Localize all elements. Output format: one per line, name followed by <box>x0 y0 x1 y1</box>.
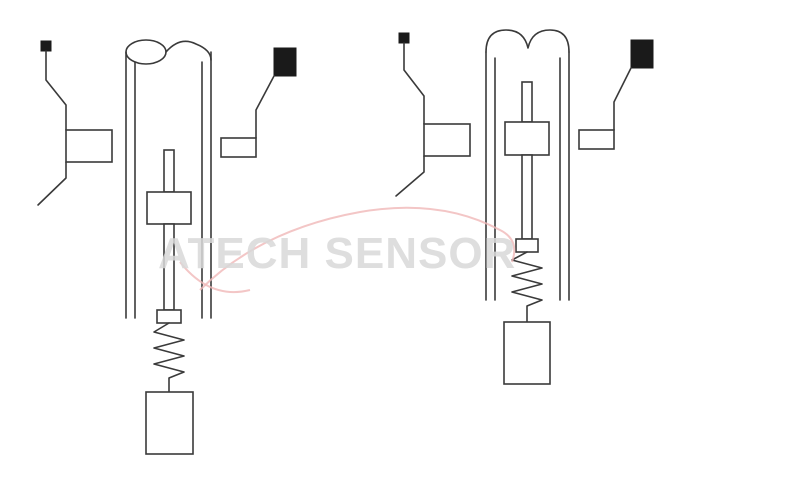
left-spring <box>153 322 185 393</box>
right-magnet-carrier <box>504 121 550 156</box>
left-spring-cap <box>156 309 182 324</box>
right-lead-wire-upper <box>403 42 425 125</box>
left-lead-wire-lower <box>37 161 67 206</box>
left-tube-top-curve <box>165 40 212 61</box>
left-terminal-small <box>40 40 52 52</box>
right-terminal-large <box>630 39 654 69</box>
right-stem-lower <box>521 154 533 240</box>
right-spring-cap <box>515 238 539 253</box>
left-tube-top-loop <box>125 39 167 65</box>
left-reed-contact-box <box>220 137 257 158</box>
right-float-weight <box>503 321 551 385</box>
left-stem-upper <box>163 149 175 193</box>
watermark-text: ATECH SENSOR <box>158 229 516 278</box>
right-spring <box>511 251 543 323</box>
right-assembly <box>395 29 654 385</box>
right-right-wire <box>613 67 632 131</box>
left-assembly <box>37 39 297 455</box>
left-switch-contact-box <box>65 129 113 163</box>
right-stem-upper <box>521 81 533 123</box>
right-terminal-small <box>398 32 410 44</box>
left-right-wire <box>255 75 275 139</box>
left-magnet-carrier <box>146 191 192 225</box>
left-terminal-large <box>273 47 297 77</box>
left-lead-wire-upper <box>45 50 67 131</box>
right-reed-contact-box <box>578 129 615 150</box>
watermark: ATECH SENSOR <box>158 206 516 294</box>
watermark-arc <box>199 206 516 291</box>
right-lead-wire-lower <box>395 155 425 197</box>
right-tube-top-cap <box>485 29 570 53</box>
right-switch-contact-box <box>423 123 471 157</box>
left-float-weight <box>145 391 194 455</box>
watermark-arc-tail <box>179 261 251 294</box>
